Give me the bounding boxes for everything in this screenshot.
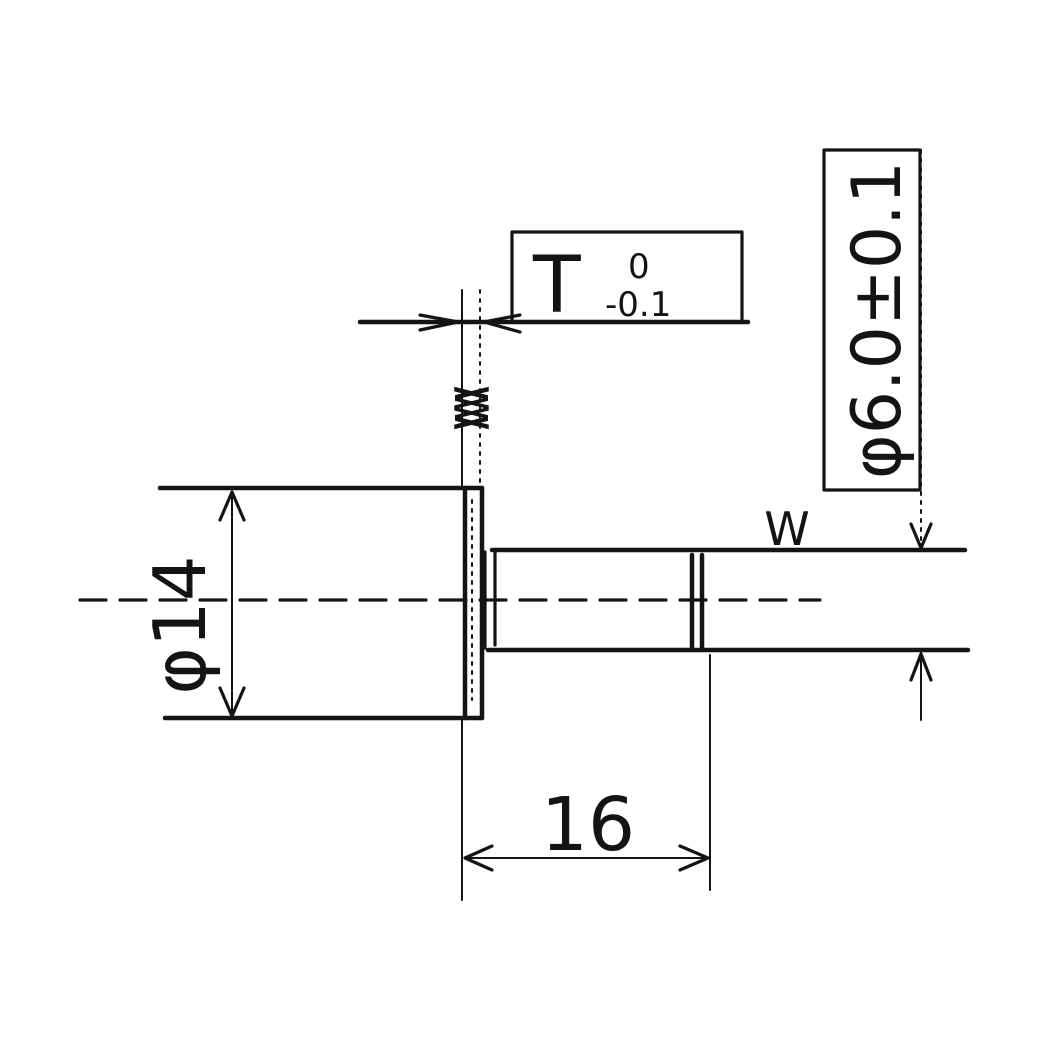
flange-outline — [157, 485, 485, 721]
right-face-finish-icon: W — [445, 385, 499, 430]
shaft-length-label: 16 — [541, 782, 635, 868]
flange-diameter-label: φ14 — [138, 555, 222, 694]
shaft-diameter-label: φ6.0±0.1 — [838, 161, 917, 479]
thickness-tolerance-box: T 0 -0.1 — [510, 230, 744, 331]
surface-finish-marks: W W W — [444, 385, 810, 556]
shaft-outline — [483, 547, 971, 653]
shaft-diameter-dimension: φ6.0±0.1 — [822, 148, 933, 721]
shaft-length-dimension: 16 — [461, 654, 711, 901]
left-face-finish-icon: W — [444, 385, 498, 430]
thickness-lower-tolerance: -0.1 — [605, 285, 671, 325]
thickness-upper-tolerance: 0 — [628, 247, 650, 287]
thickness-label: T — [532, 241, 581, 331]
flange-diameter-dimension: φ14 — [138, 490, 246, 718]
shaft-finish-icon: W — [764, 502, 809, 556]
